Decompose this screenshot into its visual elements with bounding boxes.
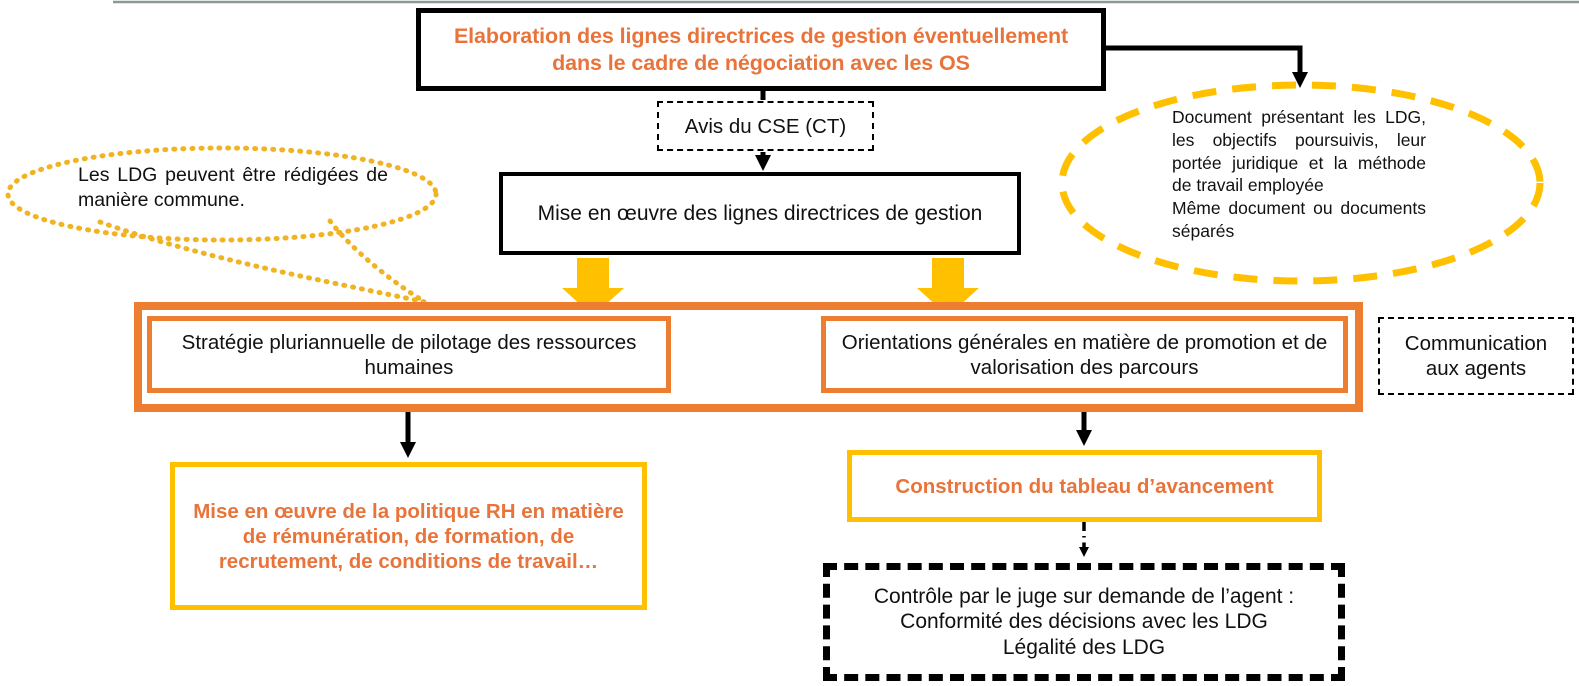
node-avis-cse[interactable]: Avis du CSE (CT) [657, 101, 874, 151]
node-orientations-generales[interactable]: Orientations générales en matière de pro… [821, 316, 1348, 393]
node-controle-juge-label: Contrôle par le juge sur demande de l’ag… [873, 584, 1295, 659]
node-elaboration-lignes-directrices[interactable]: Elaboration des lignes directrices de ge… [416, 8, 1106, 91]
callout-bubble-ldg-label: Les LDG peuvent être rédigées de manière… [78, 164, 388, 212]
callout-bubble-ldg-tail-2 [327, 218, 428, 305]
node-communication-aux-agents[interactable]: Communication aux agents [1378, 317, 1574, 395]
node-politique-rh-label: Mise en œuvre de la politique RH en mati… [193, 499, 624, 573]
node-politique-rh[interactable]: Mise en œuvre de la politique RH en mati… [170, 462, 647, 610]
node-mise-en-oeuvre-ldg[interactable]: Mise en œuvre des lignes directrices de … [499, 172, 1021, 255]
node-elaboration-label: Elaboration des lignes directrices de ge… [453, 24, 1069, 75]
connector-elaboration-to-ellipse [1106, 45, 1308, 88]
node-orientations-label: Orientations générales en matière de pro… [841, 330, 1328, 379]
node-tableau-label: Construction du tableau d’avancement [895, 474, 1274, 498]
callout-bubble-ldg-tail [97, 219, 428, 305]
callout-ellipse-document-label: Document présentant les LDG, les objecti… [1172, 107, 1426, 241]
node-construction-tableau-avancement[interactable]: Construction du tableau d’avancement [847, 450, 1322, 522]
node-mise-en-oeuvre-label: Mise en œuvre des lignes directrices de … [537, 201, 983, 225]
node-avis-cse-label: Avis du CSE (CT) [684, 114, 847, 138]
node-strategie-label: Stratégie pluriannuelle de pilotage des … [181, 330, 637, 379]
node-communication-label: Communication aux agents [1404, 332, 1548, 380]
node-controle-juge[interactable]: Contrôle par le juge sur demande de l’ag… [823, 563, 1345, 681]
node-strategie-pluriannuelle[interactable]: Stratégie pluriannuelle de pilotage des … [147, 316, 671, 393]
